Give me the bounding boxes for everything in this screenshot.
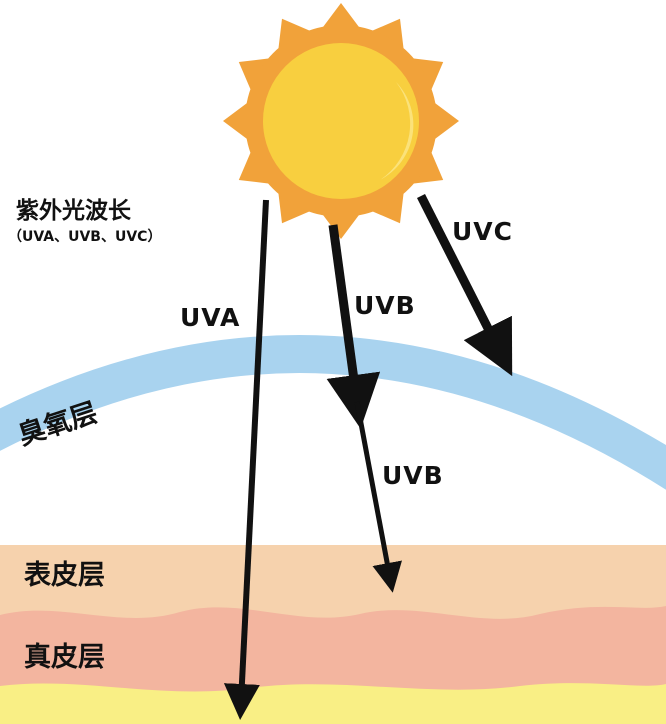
uvb-arrow-lower — [354, 401, 402, 593]
title-line2: （UVA、UVB、UVC） — [8, 229, 161, 245]
subcutaneous-layer — [0, 683, 666, 724]
uvb-arrow-upper — [326, 224, 381, 429]
uvc-label: UVC — [452, 217, 513, 246]
uvc-arrow — [416, 193, 513, 377]
uva-label: UVA — [180, 303, 240, 332]
uva-arrow — [223, 199, 269, 720]
ozone-layer — [0, 335, 666, 490]
dermis-label: 真皮层 — [24, 642, 105, 673]
uvb-label: UVB — [354, 291, 416, 320]
title-line1: 紫外光波长 — [16, 197, 132, 224]
sun-icon — [223, 3, 459, 239]
uvb-lower-label: UVB — [382, 461, 444, 490]
epidermis-label: 表皮层 — [24, 560, 105, 591]
